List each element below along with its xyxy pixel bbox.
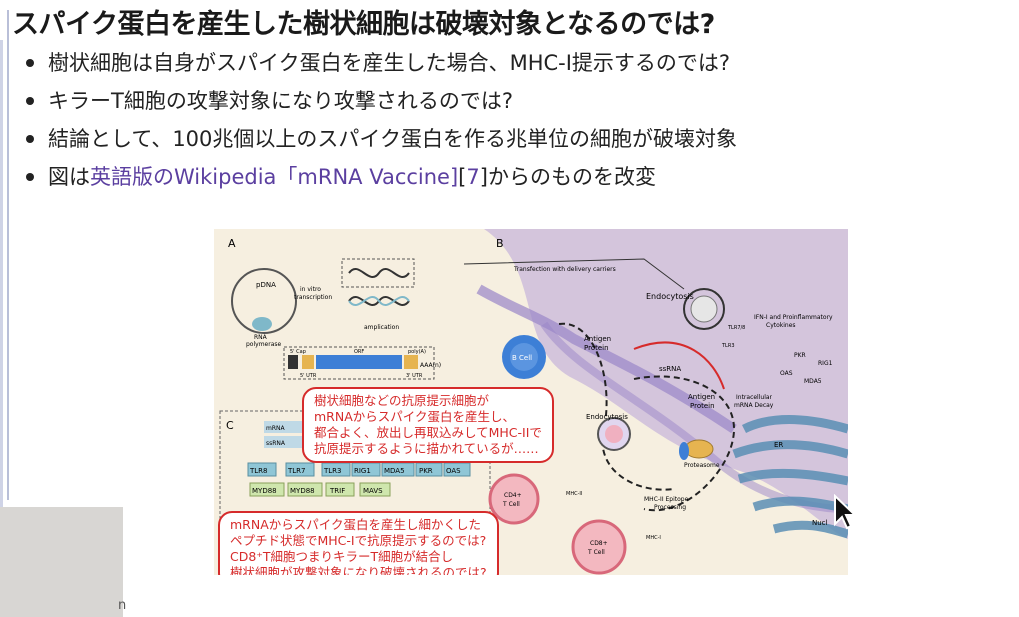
svg-text:Intracellular: Intracellular	[736, 394, 773, 401]
svg-text:Nucl: Nucl	[812, 519, 828, 527]
svg-text:AAA(n): AAA(n)	[420, 362, 441, 369]
svg-text:5' Cap: 5' Cap	[290, 349, 306, 355]
svg-text:OAS: OAS	[446, 467, 461, 475]
svg-text:TLR8: TLR8	[249, 467, 268, 475]
svg-text:MDA5: MDA5	[384, 467, 405, 475]
svg-text:amplication: amplication	[364, 324, 399, 331]
stray-text: n	[118, 598, 127, 613]
svg-text:MYD88: MYD88	[252, 487, 277, 495]
svg-text:ORF: ORF	[354, 349, 364, 355]
cd8-t-cell	[571, 519, 627, 575]
slide-title: スパイク蛋白を産生した樹状細胞は破壊対象となるのでは?	[12, 9, 715, 40]
svg-text:B Cell: B Cell	[512, 354, 532, 362]
svg-text:MAVS: MAVS	[363, 487, 383, 495]
svg-text:ssRNA: ssRNA	[266, 440, 286, 447]
svg-text:A: A	[228, 237, 236, 250]
svg-text:IFN-I and Proinflammatory: IFN-I and Proinflammatory	[754, 314, 833, 321]
svg-text:5' UTR: 5' UTR	[300, 373, 317, 379]
svg-text:MHC-II: MHC-II	[566, 491, 582, 497]
webcam-overlay	[0, 507, 123, 617]
svg-text:MDA5: MDA5	[804, 378, 822, 385]
svg-text:polymerase: polymerase	[246, 341, 282, 348]
svg-text:TLR7/8: TLR7/8	[727, 325, 745, 331]
svg-text:CD4+: CD4+	[504, 492, 522, 499]
svg-text:RIG1: RIG1	[818, 360, 833, 367]
mouse-pointer-icon	[834, 494, 857, 530]
receptor-row	[247, 462, 471, 497]
svg-text:mRNA Decay: mRNA Decay	[734, 402, 774, 409]
svg-text:RNA: RNA	[254, 334, 268, 341]
svg-text:MHC-I: MHC-I	[646, 535, 661, 541]
svg-text:MHC-II Epitope: MHC-II Epitope	[644, 496, 689, 503]
svg-text:TLR7: TLR7	[287, 467, 306, 475]
svg-text:TRIF: TRIF	[329, 487, 345, 495]
svg-text:C: C	[226, 419, 234, 432]
cd4-t-cell	[488, 473, 540, 525]
bullet-item: 結論として、100兆個以上のスパイク蛋白を作る兆単位の細胞が破壊対象	[18, 120, 737, 158]
wikipedia-link[interactable]: 英語版のWikipedia「mRNA Vaccine]	[90, 165, 459, 189]
bullet-list: 樹状細胞は自身がスパイク蛋白を産生した場合、MHC-I提示するのでは? キラーT…	[18, 44, 737, 196]
svg-text:Antigen: Antigen	[584, 335, 611, 343]
svg-text:PKR: PKR	[419, 467, 433, 475]
svg-text:transcription: transcription	[294, 294, 332, 301]
svg-text:CD8+: CD8+	[590, 540, 608, 547]
svg-text:Protein: Protein	[584, 344, 609, 352]
slide-left-border	[7, 10, 9, 500]
bullet-dot-icon	[26, 59, 34, 67]
svg-text:Processing: Processing	[654, 504, 686, 511]
bullet-item: 図は英語版のWikipedia「mRNA Vaccine][7]からのものを改変	[18, 158, 737, 196]
bullet-dot-icon	[26, 135, 34, 143]
bullet-dot-icon	[26, 173, 34, 181]
svg-text:Endocytosis: Endocytosis	[586, 413, 628, 421]
svg-text:Protein: Protein	[690, 402, 715, 410]
svg-text:ssRNA: ssRNA	[659, 365, 681, 373]
er-structure	[732, 415, 848, 539]
slide-left-border-inner	[0, 40, 3, 510]
svg-text:T Cell: T Cell	[502, 501, 520, 508]
svg-text:TLR3: TLR3	[323, 467, 342, 475]
svg-text:MYD88: MYD88	[290, 487, 315, 495]
svg-text:pDNA: pDNA	[256, 281, 276, 289]
mrna-vaccine-figure: A B C pDNA in vitro transcription RNA po…	[214, 229, 848, 575]
svg-text:PKR: PKR	[794, 352, 806, 359]
svg-text:Transfection with delivery car: Transfection with delivery carriers	[513, 266, 616, 273]
reference-7-link[interactable]: 7	[466, 165, 480, 189]
svg-text:Proteasome: Proteasome	[684, 462, 720, 469]
svg-text:Cytokines: Cytokines	[766, 322, 796, 329]
svg-text:T Cell: T Cell	[587, 549, 605, 556]
svg-text:ER: ER	[774, 441, 783, 449]
svg-text:in vitro: in vitro	[300, 286, 321, 293]
figure-illustration: A B C pDNA in vitro transcription RNA po…	[219, 229, 848, 575]
svg-text:TLR3: TLR3	[721, 343, 735, 349]
bullet-item: 樹状細胞は自身がスパイク蛋白を産生した場合、MHC-I提示するのでは?	[18, 44, 737, 82]
bullet-dot-icon	[26, 97, 34, 105]
svg-text:mRNA: mRNA	[266, 425, 286, 432]
svg-text:Antigen: Antigen	[688, 393, 715, 401]
svg-text:OAS: OAS	[780, 370, 793, 377]
svg-text:poly(A): poly(A)	[408, 349, 426, 355]
svg-text:Endocytosis: Endocytosis	[646, 292, 694, 301]
bullet-item: キラーT細胞の攻撃対象になり攻撃されるのでは?	[18, 82, 737, 120]
callout-mhc1-note: mRNAからスパイク蛋白を産生し細かくした ペプチド状態でMHC-Iで抗原提示す…	[218, 511, 499, 575]
svg-text:B: B	[496, 237, 504, 250]
callout-mhc2-note: 樹状細胞などの抗原提示細胞が mRNAからスパイク蛋白を産生し、 都合よく、放出…	[302, 387, 554, 463]
svg-text:3' UTR: 3' UTR	[406, 373, 423, 379]
svg-text:RIG1: RIG1	[354, 467, 371, 475]
